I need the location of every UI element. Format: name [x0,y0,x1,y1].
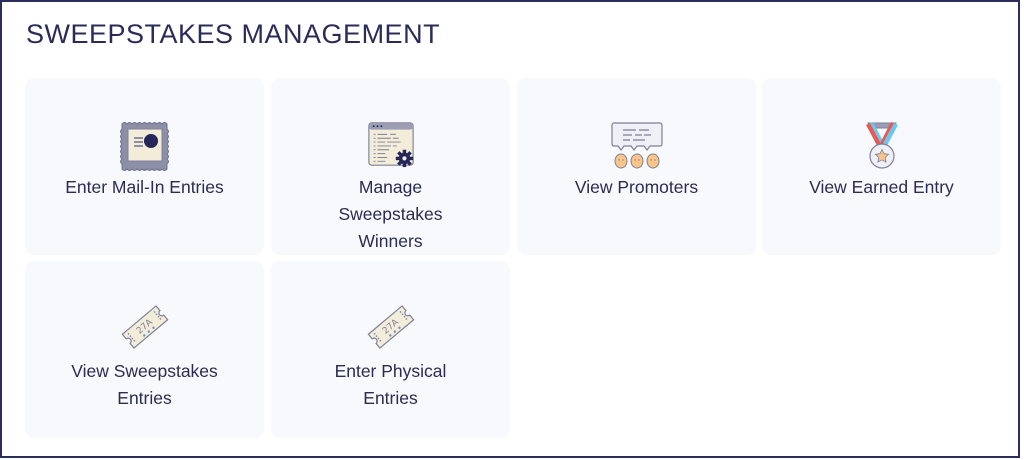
page-title: SWEEPSTAKES MANAGEMENT [26,19,441,49]
view-earned-entry-card[interactable]: View Earned Entry [762,78,1001,255]
card-label: View Promoters [574,177,699,197]
card-label: Enter Physical Entries [334,361,447,408]
enter-mail-in-entries-card[interactable]: Enter Mail-In Entries [25,78,264,255]
browser-settings-gear-icon [367,122,414,168]
card-label: Manage Sweepstakes Winners [338,177,443,251]
ticket-icon: 27A [121,305,168,349]
manage-sweepstakes-winners-card[interactable]: Manage Sweepstakes Winners [271,78,510,255]
card-label: View Sweepstakes Entries [71,361,218,408]
card-label: View Earned Entry [809,177,954,197]
view-promoters-card[interactable]: View Promoters [517,78,756,255]
enter-physical-entries-card[interactable]: 27A Enter Physical Entries [271,261,510,438]
ticket-icon: 27A [367,305,414,349]
card-label: Enter Mail-In Entries [65,177,224,197]
postage-stamp-icon [119,122,169,171]
medal-star-icon [865,122,898,169]
view-sweepstakes-entries-card[interactable]: 27A View Sweepstakes Entries [25,261,264,438]
speech-bubble-people-icon [610,122,663,169]
